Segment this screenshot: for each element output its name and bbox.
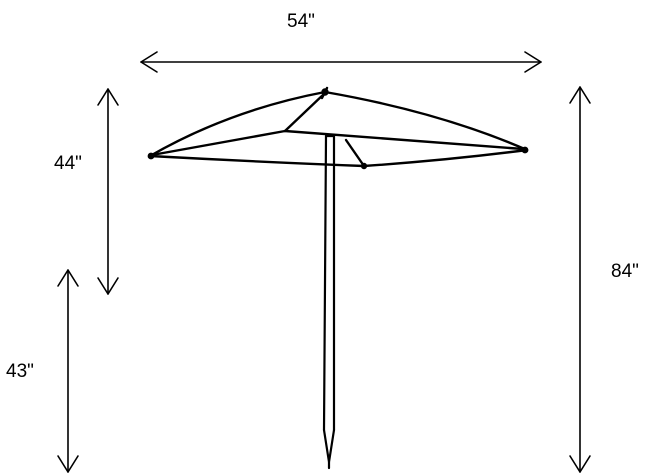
canopy-height-arrow: [97, 88, 119, 295]
width-arrow: [140, 51, 542, 73]
pole-height-label: 43": [6, 361, 34, 382]
total-height-label: 84": [611, 261, 639, 282]
total-height-arrow: [569, 86, 591, 473]
width-label: 54": [287, 11, 315, 32]
canopy-height-label: 44": [54, 153, 82, 174]
umbrella-pole: [322, 134, 336, 470]
umbrella-canopy: [147, 86, 529, 170]
pole-height-arrow: [57, 269, 79, 473]
